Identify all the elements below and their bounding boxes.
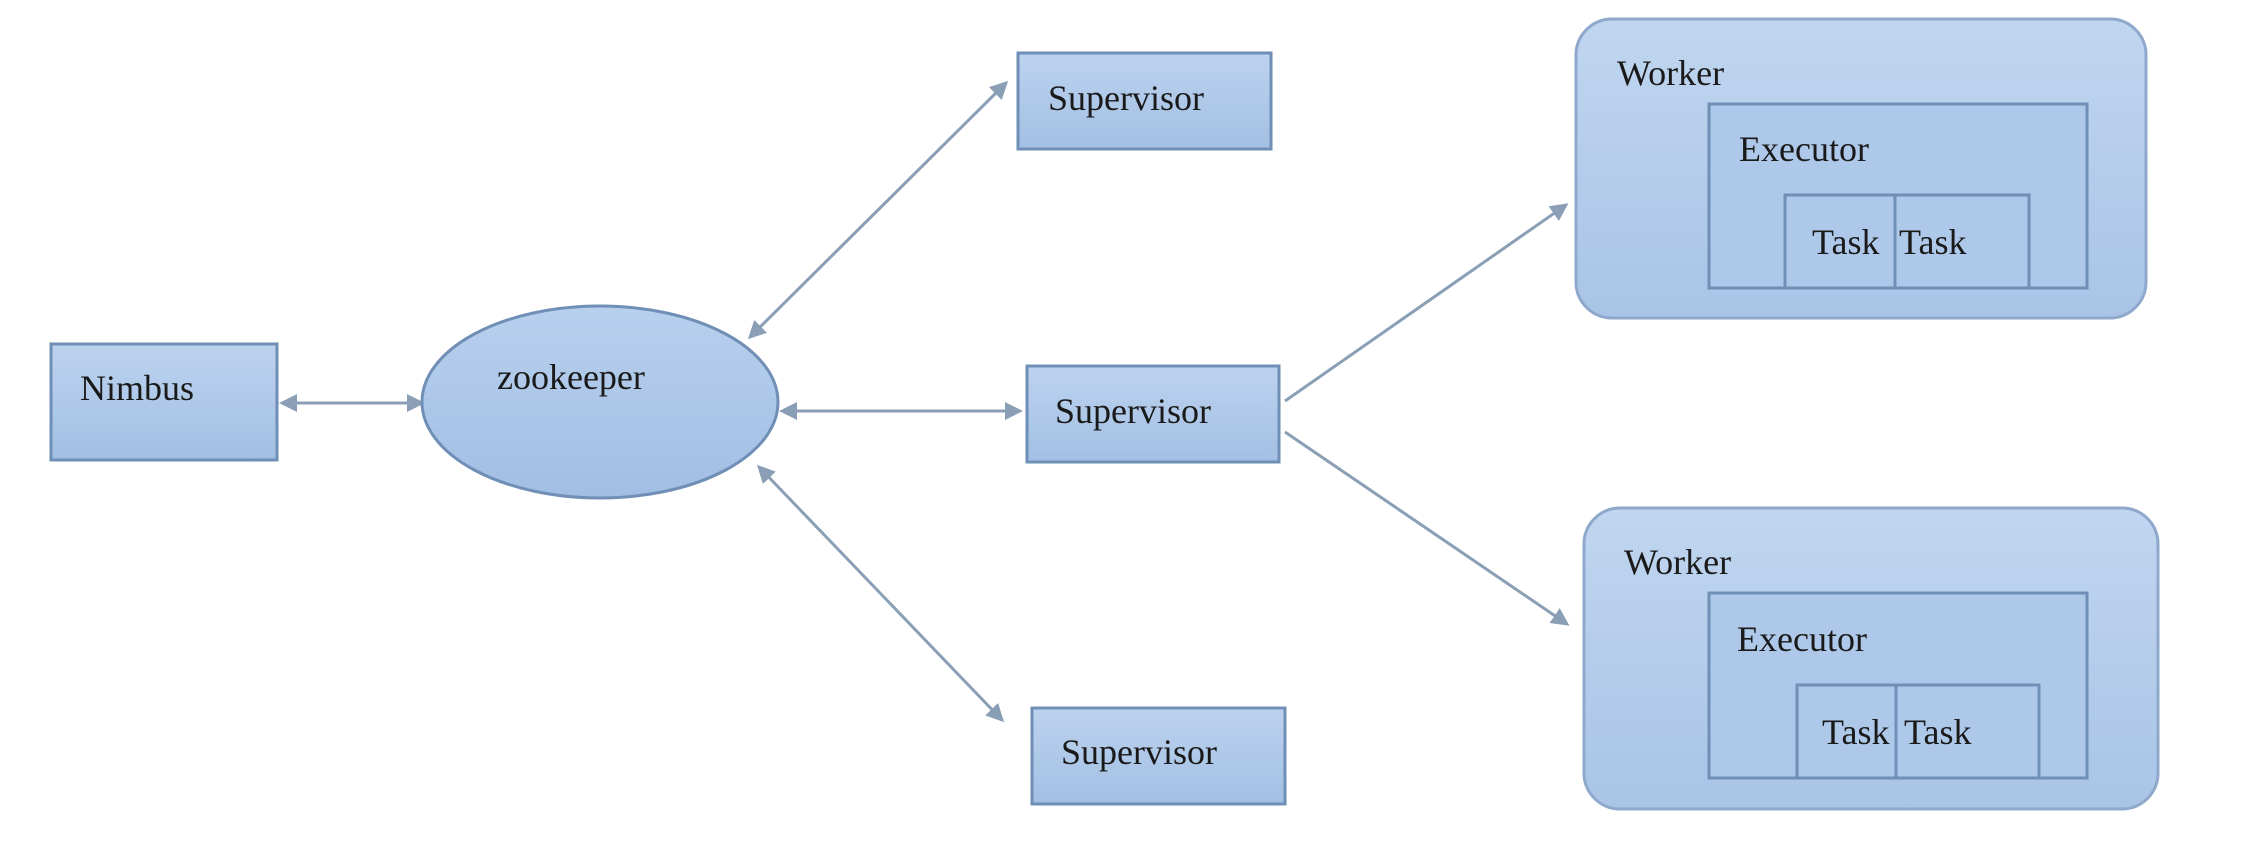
zookeeper-node: zookeeper bbox=[420, 304, 780, 500]
supervisor-top-label: Supervisor bbox=[1048, 78, 1204, 118]
worker-bottom-node: Worker Executor Task Task bbox=[1582, 506, 2160, 811]
task-top-2: Task bbox=[1893, 193, 2031, 290]
supervisor-middle-label: Supervisor bbox=[1055, 391, 1211, 431]
supervisor-middle-node: Supervisor bbox=[1025, 364, 1281, 464]
task-top-1: Task bbox=[1783, 193, 1897, 290]
supervisor-top-node: Supervisor bbox=[1016, 51, 1273, 151]
task-bottom-2: Task bbox=[1894, 683, 2041, 780]
nimbus-node: Nimbus bbox=[49, 342, 279, 462]
connectors bbox=[279, 80, 1570, 723]
supervisor-worker-bottom-arrow bbox=[1284, 430, 1570, 626]
supervisor-bottom-node: Supervisor bbox=[1030, 706, 1287, 806]
task-top-1-label: Task bbox=[1812, 222, 1879, 262]
zookeeper-label: zookeeper bbox=[497, 357, 645, 397]
task-bottom-2-label: Task bbox=[1904, 712, 1971, 752]
worker-top-label: Worker bbox=[1617, 53, 1724, 93]
task-bottom-1: Task bbox=[1795, 683, 1898, 780]
zookeeper-supervisor-top-arrow bbox=[747, 80, 1009, 340]
task-bottom-1-label: Task bbox=[1822, 712, 1889, 752]
worker-top-node: Worker Executor Task Task bbox=[1574, 17, 2148, 320]
supervisor-bottom-label: Supervisor bbox=[1061, 732, 1217, 772]
executor-bottom-label: Executor bbox=[1737, 619, 1867, 659]
supervisor-worker-top-arrow bbox=[1284, 203, 1569, 403]
executor-top: Executor Task Task bbox=[1707, 102, 2089, 290]
executor-bottom: Executor Task Task bbox=[1707, 591, 2089, 780]
zookeeper-supervisor-bottom-arrow bbox=[756, 464, 1005, 723]
worker-bottom-label: Worker bbox=[1624, 542, 1731, 582]
task-top-2-label: Task bbox=[1899, 222, 1966, 262]
executor-top-label: Executor bbox=[1739, 129, 1869, 169]
nimbus-label: Nimbus bbox=[80, 368, 194, 408]
